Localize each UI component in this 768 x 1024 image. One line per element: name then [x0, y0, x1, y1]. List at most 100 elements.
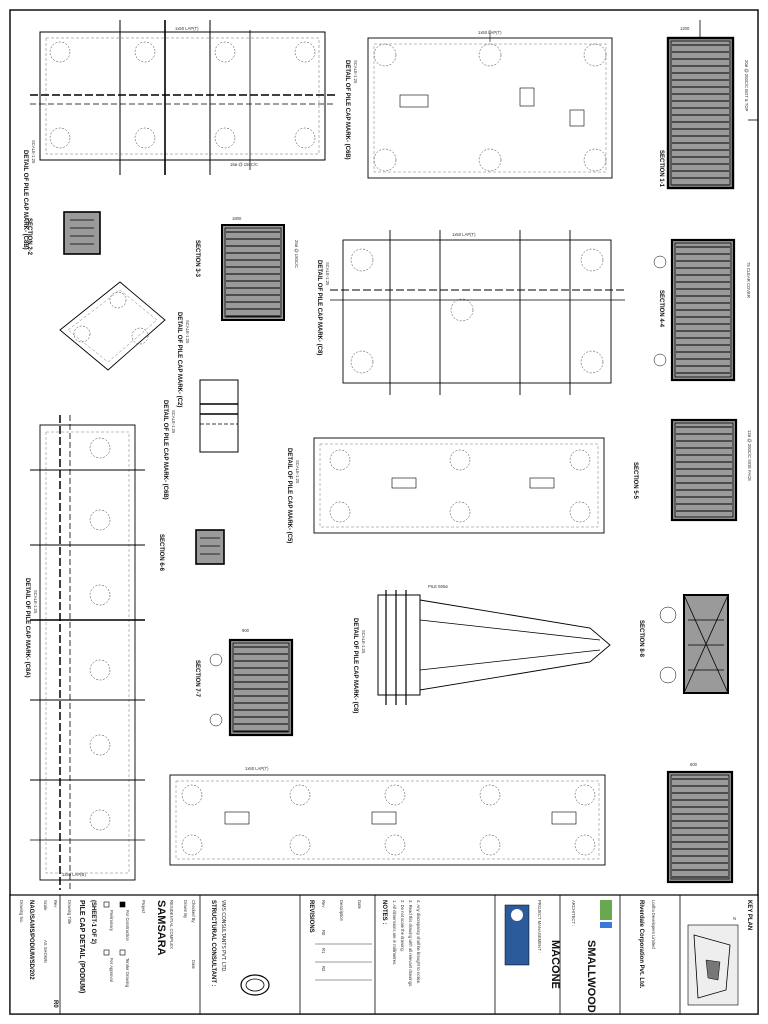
pm-label: PROJECT MANAGEMENT : [537, 900, 542, 953]
pile-cap-detail-tapered: DETAIL OF PILE CAP MARK- (C8) SCALE-1:25… [352, 584, 611, 713]
drawing-title: PILE CAP DETAIL (PODIUM) [78, 900, 85, 993]
pile-cap-detail-c8: DETAIL OF PILE CAP MARK- (C8) SCALE-1:25… [316, 230, 625, 395]
status-checkbox[interactable] [103, 901, 110, 908]
detail-title: DETAIL OF PILE CAP MARK- (C6B) [162, 400, 168, 500]
rebar-lines [224, 227, 282, 318]
key-plan-label: KEY PLAN [746, 900, 752, 930]
detail-scale: SCALE-1:25 [361, 630, 366, 654]
detail-scale: SCALE-1:25 [295, 460, 300, 484]
pile-cap-detail-c8b: DETAIL OF PILE CAP MARK- (C8B) SCALE-1:2… [22, 20, 335, 250]
rev-col-header: Date [357, 900, 362, 910]
status-checkboxes: Preliminary For Approval For Constructio… [103, 901, 130, 988]
stirrup [670, 774, 730, 880]
section-title: SECTION 3-3 [194, 240, 200, 278]
stirrup [232, 642, 290, 733]
pile-cap-detail-bottom: 1x50 LAP(T) [169, 766, 606, 866]
revision-label: Rev [53, 900, 58, 908]
drawing-title-label: Drawing Title [67, 900, 72, 925]
detail-scale: SCALE-1:25 [31, 140, 36, 164]
section-3-3: SECTION 3-3 25ø @ 150C/C 1800 [194, 216, 299, 321]
status-checkbox[interactable] [103, 949, 110, 956]
detail-scale: SCALE-1:25 [185, 320, 190, 344]
key-plan-map [687, 924, 739, 1006]
scale-label: Scale [43, 900, 48, 911]
pile-cap-detail-c6: DETAIL OF PILE CAP MARK- (C5) SCALE-1:25 [286, 437, 605, 543]
rebar-lines [232, 642, 290, 733]
architect-name: SMALLWOOD [585, 940, 597, 1013]
project-desc: RESIDENTIAL COMPLEX [169, 900, 174, 949]
status-checkbox[interactable] [119, 949, 126, 956]
project-name: SAMSARA [155, 900, 167, 956]
lap-callout: 1x50 LAP(B) [62, 872, 86, 877]
section-title: SECTION 7-7 [194, 660, 200, 698]
lap-callout: 1x50 LAP(T) [245, 766, 269, 771]
architect-label: ARCHITECT : [571, 900, 576, 926]
structural-firm: VMS CONSULTANTS PVT. LTD. [220, 900, 226, 973]
detail-title: DETAIL OF PILE CAP MARK- (C8A) [24, 578, 30, 678]
stirrup [674, 242, 732, 378]
status-option: For Approval [109, 958, 114, 982]
pile-cap-detail-c8a: DETAIL OF PILE CAP MARK- (C8A) SCALE-1:2… [24, 415, 145, 890]
section-1-1: SECTION 1-1 20ø @ 200C/C BOT & TOP 1200 [658, 20, 758, 190]
section-bottom-right: 600 [666, 762, 734, 884]
cover-callout: 75 CLEAR COVER [746, 262, 751, 298]
stirrup [674, 422, 734, 518]
detail-title: DETAIL OF PILE CAP MARK- (C8) [352, 618, 358, 713]
date-label: Date [191, 960, 196, 970]
project-label: Project [141, 900, 146, 914]
lap-callout: 1x50 LAP(T) [175, 26, 199, 31]
status-option: For Construction [125, 910, 130, 942]
status-checkbox[interactable] [119, 901, 126, 908]
detail-scale: SCALE-1:25 [33, 590, 38, 614]
structural-label: STRUCTURAL CONSULTANT : [210, 900, 216, 987]
rev-row: R2 [321, 966, 326, 972]
pile-cap-detail-c2: DETAIL OF PILE CAP MARK- (C2) SCALE-1:25 [59, 281, 190, 407]
detail-title: DETAIL OF PILE CAP MARK- (C5) [286, 448, 292, 543]
section-2-2: SECTION 2-2 [26, 211, 101, 256]
detail-scale: SCALE-1:25 [325, 262, 330, 286]
dimension: 1200 [680, 26, 690, 31]
section-title: SECTION 4-4 [658, 290, 664, 328]
revision-no: R0 [52, 1000, 58, 1008]
detail-title: DETAIL OF PILE CAP MARK- (C8) [316, 260, 322, 355]
rev-row: R0 [321, 930, 326, 936]
title-block: Drawing No. NAG/SAMS/PODIUM/SD/202 Scale… [9, 894, 759, 1015]
stirrup [224, 227, 282, 318]
detail-title: DETAIL OF PILE CAP MARK- (C2) [176, 312, 182, 407]
bar-callout: 16ø @ 150C/C [230, 162, 258, 167]
status-option: Preliminary [109, 910, 114, 932]
pile-cap-detail-c6b: DETAIL OF PILE CAP MARK- (C6B) SCALE-1:2… [344, 30, 613, 179]
pile-cap-detail-small: DETAIL OF PILE CAP MARK- (C6B) SCALE-1:2… [162, 379, 239, 500]
north-mark: N [733, 916, 736, 921]
stirrup [670, 40, 731, 186]
section-5-5: SECTION 5-5 12ø @ 200C/C SIDE FACE [632, 418, 752, 522]
architect-logo [600, 900, 612, 928]
bar-callout: 25ø @ 150C/C [294, 240, 299, 268]
section-title: SECTION 5-5 [632, 462, 638, 500]
drawn-by-label: Drawn By [183, 900, 188, 919]
client-name: Riverdale Corporation Pvt. Ltd. [638, 900, 644, 989]
note-line: 1. All dimensions are in millimetres. [392, 900, 397, 965]
section-8-8: SECTION 8-8 [638, 594, 729, 694]
rev-col-header: Rev [321, 900, 326, 908]
section-title: SECTION 6-6 [158, 534, 164, 572]
rev-row: R1 [321, 948, 326, 954]
pm-logo [504, 904, 530, 966]
rev-col-header: Description [339, 900, 344, 922]
rebar-lines [670, 40, 731, 186]
dimension: 900 [242, 628, 250, 633]
notes-label: NOTES : [381, 900, 387, 924]
detail-title: DETAIL OF PILE CAP MARK- (C8B) [22, 150, 28, 250]
revisions-label: REVISIONS [308, 900, 314, 933]
status-option: Tender Drawing [125, 958, 130, 988]
sheet-border [9, 9, 759, 1015]
drawing-no-label: Drawing No. [19, 900, 24, 923]
company-line: Lodha Developers Limited [651, 900, 656, 949]
note-line: 3. Read this drawing with all relevant d… [408, 900, 413, 987]
checked-by-label: Checked By [191, 900, 196, 923]
detail-scale: SCALE-1:25 [171, 410, 176, 434]
rebar-lines [674, 242, 732, 378]
dimension: 600 [690, 762, 698, 767]
